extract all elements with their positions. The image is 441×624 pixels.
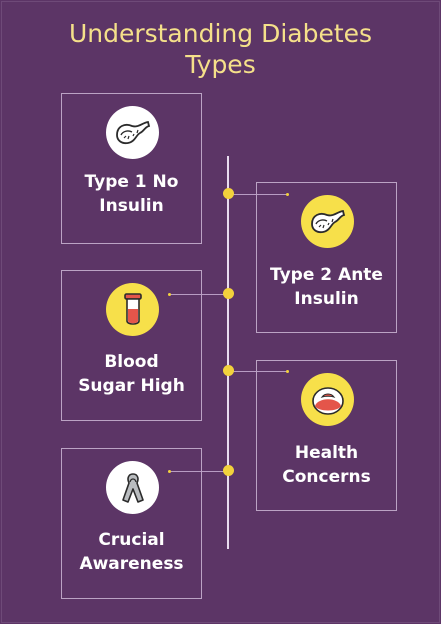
pancreas-icon	[310, 209, 345, 233]
icon-badge	[106, 283, 159, 336]
card-blood-sugar: Blood Sugar High	[61, 270, 202, 421]
tomato-icon	[311, 386, 344, 415]
card-health-concerns: Health Concerns	[256, 360, 397, 511]
connector-tip	[286, 193, 289, 196]
icon-badge	[106, 461, 159, 514]
connector-tip	[168, 293, 171, 296]
card-label-line-2: Awareness	[79, 554, 184, 574]
page-title: Understanding Diabetes Types	[0, 18, 441, 80]
card-label-line-1: Blood	[104, 352, 159, 372]
card-label-line-1: Type 1 No	[84, 172, 179, 192]
card-crucial-awareness: Crucial Awareness	[61, 448, 202, 599]
blood-test-tube-icon	[123, 292, 142, 325]
card-type-1: Type 1 No Insulin	[61, 93, 202, 244]
connector-3	[229, 370, 289, 373]
icon-badge	[106, 106, 159, 159]
card-label: Type 2 Ante Insulin	[257, 263, 396, 311]
card-type-2: Type 2 Ante Insulin	[256, 182, 397, 333]
card-label: Type 1 No Insulin	[62, 170, 201, 218]
pancreas-icon	[115, 120, 150, 144]
timeline-spine	[227, 156, 229, 549]
connector-tip	[168, 470, 171, 473]
timeline-dot-3	[223, 365, 234, 376]
card-label-line-2: Concerns	[282, 467, 371, 487]
icon-badge	[301, 195, 354, 248]
card-label-line-2: Sugar High	[78, 376, 185, 396]
card-label-line-1: Health	[294, 443, 359, 463]
card-label: Blood Sugar High	[62, 350, 201, 398]
connector-4	[168, 470, 228, 473]
connector-tip	[286, 370, 289, 373]
icon-badge	[301, 373, 354, 426]
timeline-dot-1	[223, 188, 234, 199]
card-label: Health Concerns	[257, 441, 396, 489]
card-label-line-1: Type 2 Ante	[270, 265, 383, 285]
awareness-ribbon-icon	[121, 472, 144, 503]
timeline-dot-2	[223, 288, 234, 299]
card-label-line-1: Crucial	[98, 530, 165, 550]
card-label: Crucial Awareness	[62, 528, 201, 576]
connector-1	[229, 193, 289, 196]
card-label-line-2: Insulin	[99, 196, 164, 216]
title-line-2: Types	[185, 50, 256, 79]
connector-2	[168, 293, 228, 296]
timeline-dot-4	[223, 465, 234, 476]
card-label-line-2: Insulin	[294, 289, 359, 309]
title-line-1: Understanding Diabetes	[68, 19, 373, 48]
